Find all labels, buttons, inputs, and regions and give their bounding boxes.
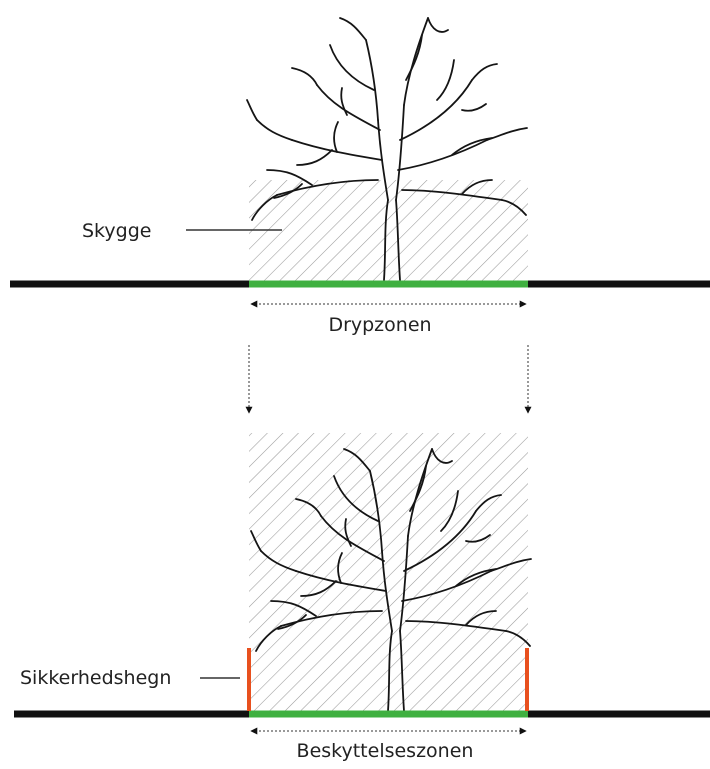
tree-branch (399, 630, 405, 712)
tree-branch (403, 510, 477, 572)
tree-branch (399, 535, 409, 632)
tree-branch (329, 44, 375, 91)
tree-branch (471, 63, 498, 81)
tree-branch (295, 498, 322, 517)
tree-branch (505, 630, 531, 647)
tree-branch (291, 67, 318, 86)
protection-zone-label: Beskyttelseszonen (297, 740, 474, 762)
tree-branch (440, 490, 459, 532)
drip-zone-label: Drypzonen (328, 314, 431, 336)
tree-branch (409, 465, 427, 512)
tree-branch (256, 119, 293, 141)
tree-branch (455, 568, 497, 587)
shade-area (249, 180, 528, 282)
tree-branch (403, 17, 429, 106)
tree-branch (300, 580, 337, 597)
tree-branch (280, 610, 383, 627)
bottom-panel: Sikkerhedshegn Beskyttelseszonen (14, 433, 710, 762)
tree-branch (381, 550, 393, 632)
tree-branch (340, 87, 348, 116)
tree-branch (339, 17, 367, 41)
tree-branch (431, 448, 453, 464)
tree-branch (255, 625, 282, 652)
tree-branch (405, 620, 507, 632)
tree-branch (369, 470, 383, 552)
tree-branch (343, 448, 371, 472)
tree-branch (407, 448, 433, 537)
tree-branch (344, 518, 352, 547)
tree-branch (401, 570, 492, 602)
tree-branch (501, 199, 527, 216)
tree-branch (266, 169, 313, 186)
tree-branch (395, 104, 405, 201)
tree-branch (250, 530, 262, 552)
tree-branch (427, 17, 449, 33)
tree-branch (365, 39, 379, 121)
tree-branch (461, 179, 493, 195)
shade-label: Skygge (82, 220, 151, 242)
tree-branch (401, 189, 503, 201)
tree-branch (451, 137, 493, 156)
tree-branch (246, 99, 258, 121)
tree-branch (377, 119, 389, 201)
tree-branch (296, 149, 333, 166)
tree-branch (316, 84, 381, 131)
tree-branch (260, 550, 297, 572)
tree-branch (383, 199, 389, 281)
tree-branch (277, 614, 307, 630)
tree-branch (273, 183, 303, 199)
tree-branch (461, 103, 487, 112)
top-panel: Skygge Drypzonen (10, 17, 710, 414)
tree-branch (251, 194, 278, 221)
tree-branch (337, 552, 343, 584)
tree-branch (333, 475, 379, 522)
tree-branch (465, 610, 497, 626)
tree-branch (397, 139, 488, 171)
tree-branch (399, 79, 473, 141)
tree-branch (475, 494, 502, 512)
tree-branch (333, 121, 339, 153)
safety-fence-label: Sikkerhedshegn (20, 667, 171, 689)
tree-icon (246, 17, 528, 281)
tree-branch (270, 600, 317, 617)
tree-branch (436, 59, 455, 101)
tree-branch (465, 534, 491, 543)
tree-icon (250, 448, 532, 712)
tree-branch (387, 630, 393, 712)
tree-branch (405, 34, 423, 81)
tree-branch (276, 179, 379, 196)
tree-branch (486, 127, 528, 141)
tree-branch (395, 199, 401, 281)
